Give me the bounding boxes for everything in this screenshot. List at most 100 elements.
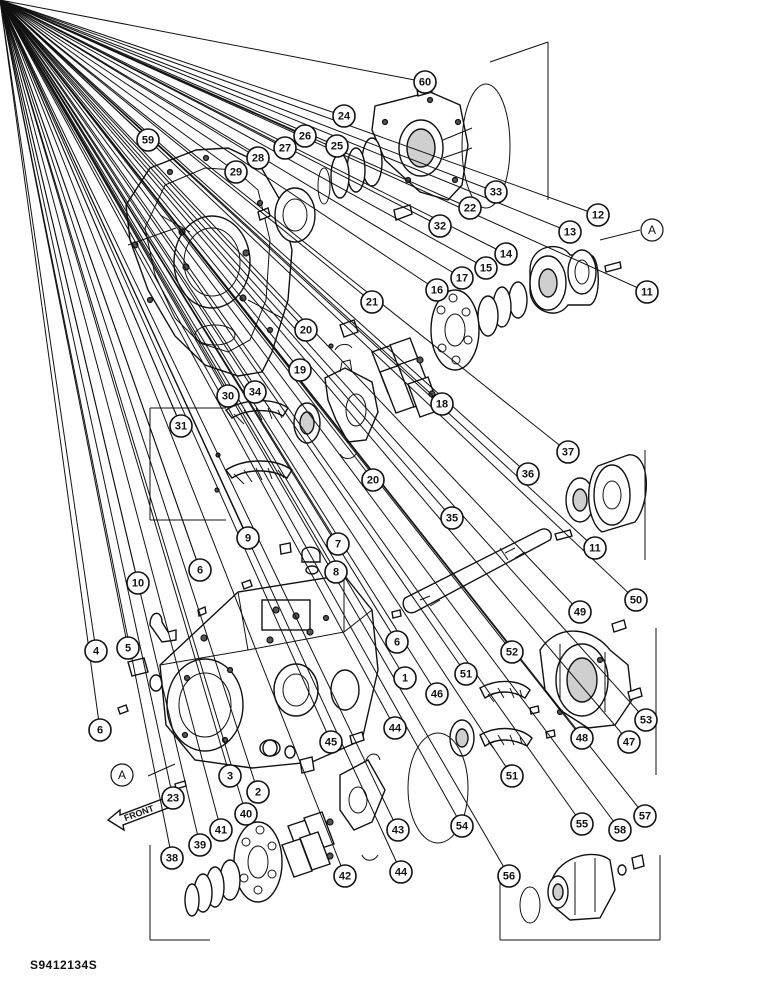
- callout-leader-58: [0, 0, 621, 831]
- callout-35: 35: [440, 506, 464, 530]
- svg-text:37: 37: [562, 447, 574, 459]
- svg-text:24: 24: [338, 111, 351, 123]
- callout-21: 21: [360, 290, 384, 314]
- svg-text:A: A: [118, 768, 126, 782]
- svg-text:56: 56: [503, 871, 515, 883]
- svg-text:22: 22: [464, 203, 476, 215]
- callout-50: 50: [624, 588, 648, 612]
- svg-text:36: 36: [522, 469, 534, 481]
- svg-text:34: 34: [249, 387, 262, 399]
- callout-57: 57: [633, 804, 657, 828]
- svg-text:4: 4: [93, 646, 100, 658]
- callout-40: 40: [234, 802, 258, 826]
- drawing-number: S9412134S: [30, 958, 98, 972]
- svg-text:32: 32: [434, 221, 446, 233]
- svg-text:20: 20: [300, 325, 312, 337]
- reference-marker-bottom: A: [110, 763, 134, 787]
- callout-leader-35: [0, 0, 453, 519]
- callout-leader-16: [0, 0, 438, 291]
- callout-leader-28: [0, 0, 259, 159]
- callout-58: 58: [608, 818, 632, 842]
- callout-43: 43: [386, 818, 410, 842]
- callout-33: 33: [484, 180, 508, 204]
- callout-leader-15: [0, 0, 487, 269]
- callout-28: 28: [246, 146, 270, 170]
- svg-text:49: 49: [574, 607, 586, 619]
- callout-18: 18: [430, 392, 454, 416]
- callout-leader-41: [0, 0, 222, 831]
- callout-5: 5: [116, 636, 140, 660]
- callout-53: 53: [634, 708, 658, 732]
- callout-59: 59: [136, 128, 160, 152]
- svg-text:41: 41: [215, 825, 227, 837]
- svg-text:51: 51: [506, 771, 518, 783]
- callout-leader-23: [0, 0, 174, 799]
- callout-leader-57: [0, 0, 646, 817]
- callout-20: 20: [361, 468, 385, 492]
- callout-leader-43: [0, 0, 399, 831]
- callout-14: 14: [494, 242, 518, 266]
- svg-text:30: 30: [222, 391, 234, 403]
- svg-text:12: 12: [592, 210, 604, 222]
- callout-11: 11: [635, 280, 659, 304]
- callout-leader-14: [0, 0, 507, 255]
- svg-text:40: 40: [240, 809, 252, 821]
- svg-text:25: 25: [331, 141, 343, 153]
- callout-leader-33: [0, 0, 497, 193]
- callout-leader-42: [0, 0, 346, 877]
- callout-60: 60: [413, 70, 437, 94]
- callout-39: 39: [188, 833, 212, 857]
- callout-48: 48: [570, 726, 594, 750]
- svg-text:9: 9: [245, 533, 251, 545]
- callout-46: 46: [425, 682, 449, 706]
- callout-10: 10: [126, 571, 150, 595]
- callout-leader-44: [0, 0, 396, 729]
- callout-9: 9: [236, 526, 260, 550]
- callout-leader-26: [0, 0, 306, 137]
- svg-text:39: 39: [194, 840, 206, 852]
- svg-text:7: 7: [335, 539, 341, 551]
- svg-text:6: 6: [97, 725, 103, 737]
- callout-leader-21: [0, 0, 373, 303]
- callout-leader-20: [0, 0, 307, 331]
- callout-41: 41: [209, 818, 233, 842]
- callout-27: 27: [273, 136, 297, 160]
- callout-29: 29: [224, 160, 248, 184]
- part-rotating-group-upper: [430, 245, 622, 371]
- callout-31: 31: [169, 414, 193, 438]
- svg-text:60: 60: [419, 77, 431, 89]
- callout-leader-2: [0, 0, 259, 793]
- callout-leader-55: [0, 0, 583, 825]
- svg-text:46: 46: [431, 689, 443, 701]
- callout-6: 6: [188, 558, 212, 582]
- part-shaft-bearings: [554, 454, 647, 541]
- callout-2: 2: [246, 780, 270, 804]
- callout-leader-46: [0, 0, 438, 695]
- callout-44: 44: [389, 860, 413, 884]
- svg-text:45: 45: [325, 737, 337, 749]
- svg-text:16: 16: [431, 285, 443, 297]
- callout-leader-56: [0, 0, 510, 877]
- callout-leader-6: [0, 0, 201, 571]
- callout-56: 56: [497, 864, 521, 888]
- callout-leader-17: [0, 0, 463, 279]
- svg-text:33: 33: [490, 187, 502, 199]
- svg-text:44: 44: [395, 867, 408, 879]
- svg-text:6: 6: [394, 637, 400, 649]
- svg-text:35: 35: [446, 513, 458, 525]
- svg-text:6: 6: [197, 565, 203, 577]
- svg-text:42: 42: [339, 871, 351, 883]
- svg-text:29: 29: [230, 167, 242, 179]
- callout-leader-32: [0, 0, 441, 227]
- callout-45: 45: [319, 730, 343, 754]
- svg-text:38: 38: [166, 853, 178, 865]
- callout-24: 24: [332, 104, 356, 128]
- reference-marker-top: A: [640, 218, 664, 242]
- callout-leader-4: [0, 0, 97, 652]
- svg-text:58: 58: [614, 825, 626, 837]
- callout-20: 20: [294, 318, 318, 342]
- svg-text:44: 44: [389, 723, 402, 735]
- svg-text:2: 2: [255, 787, 261, 799]
- callout-leader-40: [0, 0, 247, 815]
